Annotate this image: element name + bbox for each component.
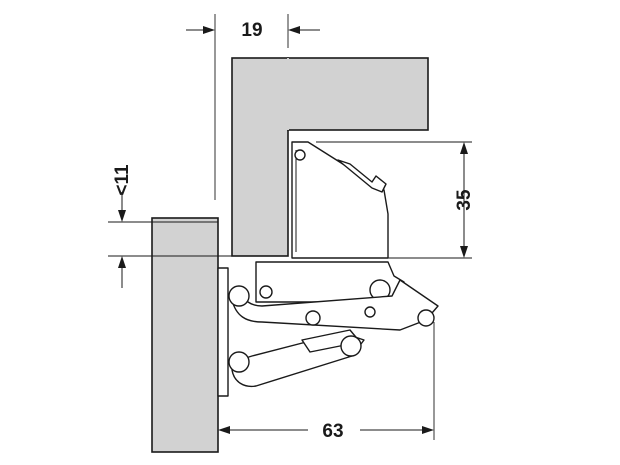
dimension-right-height: 35	[300, 141, 475, 259]
door-panel	[151, 217, 219, 453]
panel-top-horizontal	[287, 57, 429, 131]
hinge-arm-upper	[228, 279, 439, 331]
arm-pivot-small	[364, 306, 376, 318]
dimension-bottom-width: 63	[218, 322, 435, 442]
arm-pivot-upper-left	[228, 285, 250, 307]
cabinet-top-panel	[231, 57, 429, 257]
hinge-housing	[291, 141, 389, 259]
arm-pivot-lower-right	[340, 335, 362, 357]
dimension-label-right-height: 35	[454, 189, 475, 211]
mechanism-block	[255, 261, 405, 303]
spring-tab	[337, 159, 387, 193]
dimension-left-offset: <11	[108, 164, 232, 288]
arm-pivot-right	[417, 309, 435, 327]
block-pivot-left	[259, 285, 273, 299]
housing-screw	[294, 149, 306, 161]
dimension-label-top-width: 19	[241, 20, 262, 41]
panel-side-vertical	[231, 57, 289, 257]
dimension-top-width: 19	[186, 14, 320, 200]
dimension-label-left-offset: <11	[112, 164, 133, 196]
mounting-plate	[217, 267, 229, 397]
hinge-arm-lower	[228, 329, 365, 388]
dimension-label-bottom-width: 63	[322, 421, 343, 442]
arm-pivot-center	[305, 310, 321, 326]
arm-pivot-lower-left	[228, 351, 250, 373]
